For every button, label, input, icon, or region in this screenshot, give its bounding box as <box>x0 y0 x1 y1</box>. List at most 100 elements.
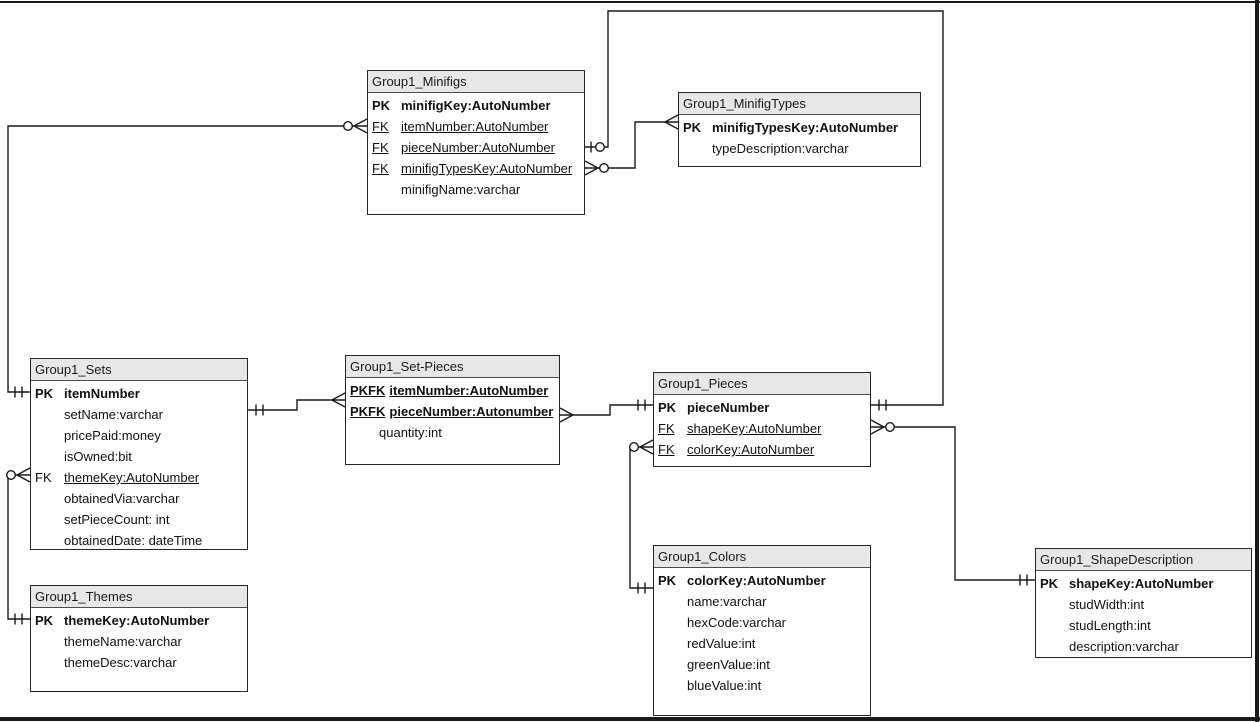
key-label: PK <box>35 613 54 628</box>
key-label <box>658 591 683 612</box>
column-row: themeDesc:varchar <box>35 652 247 673</box>
key-label <box>35 530 60 551</box>
key-label <box>658 612 683 633</box>
column-row: redValue:int <box>658 633 870 654</box>
key-label <box>658 633 683 654</box>
table-title: Group1_Themes <box>31 586 247 608</box>
key-label <box>35 404 60 425</box>
column-name: setName:varchar <box>64 407 163 422</box>
table-title: Group1_Pieces <box>654 373 870 395</box>
key-label <box>1040 615 1065 636</box>
cardinality-marker <box>870 426 885 435</box>
column-name: description:varchar <box>1069 639 1179 654</box>
relationship-line-minifigs-sets <box>7 125 367 393</box>
relationship-line-pieces-colors <box>629 446 653 589</box>
relationship-line-pieces-shapedescription <box>871 426 1035 581</box>
column-row: PK itemNumber <box>35 383 247 404</box>
column-row: setPieceCount: int <box>35 509 247 530</box>
table-title: Group1_MinifigTypes <box>679 93 920 115</box>
column-row: typeDescription:varchar <box>683 138 920 159</box>
key-label <box>658 654 683 675</box>
column-name: studLength:int <box>1069 618 1151 633</box>
key-label <box>35 652 60 673</box>
cardinality-marker <box>639 439 654 448</box>
relationship-line-setpieces-pieces <box>560 404 653 416</box>
column-row: name:varchar <box>658 591 870 612</box>
column-row: hexCode:varchar <box>658 612 870 633</box>
table-columns: PK itemNumber setName:varchar pricePaid:mon… <box>31 381 247 551</box>
cardinality-marker <box>331 392 346 401</box>
cardinality-marker <box>584 160 599 169</box>
cardinality-marker <box>16 467 31 476</box>
column-name: shapeKey:AutoNumber <box>687 421 822 436</box>
cardinality-marker <box>331 399 346 408</box>
column-row: PK minifigTypesKey:AutoNumber <box>683 117 920 138</box>
key-label <box>35 425 60 446</box>
key-label: PK <box>35 386 54 401</box>
relationship-line-sets-themes <box>7 474 30 620</box>
column-name: itemNumber <box>64 386 140 401</box>
column-row: setName:varchar <box>35 404 247 425</box>
column-name: minifigName:varchar <box>401 182 521 197</box>
cardinality-marker <box>16 474 31 483</box>
column-name: obtainedDate: dateTime <box>64 533 203 548</box>
key-label: PK <box>372 98 391 113</box>
key-label <box>1040 636 1065 657</box>
column-name: studWidth:int <box>1069 597 1145 612</box>
key-label: PK <box>683 120 702 135</box>
table-title: Group1_Colors <box>654 546 870 568</box>
column-name: pieceNumber <box>687 400 770 415</box>
column-row: themeName:varchar <box>35 631 247 652</box>
column-name: themeKey:AutoNumber <box>64 470 200 485</box>
column-row: minifigName:varchar <box>372 179 584 200</box>
table-title: Group1_Set-Pieces <box>346 356 559 378</box>
cardinality-marker <box>664 114 679 123</box>
column-name: itemNumber:AutoNumber <box>401 119 549 134</box>
page-border-bottom <box>0 717 1260 721</box>
key-label: PKFK <box>350 404 386 419</box>
column-name: itemNumber:AutoNumber <box>389 383 549 398</box>
column-name: themeDesc:varchar <box>64 655 177 670</box>
column-name: pricePaid:money <box>64 428 161 443</box>
column-row: quantity:int <box>350 422 559 443</box>
key-label <box>35 446 60 467</box>
key-label <box>35 488 60 509</box>
page-border-right <box>1255 0 1259 722</box>
column-name: greenValue:int <box>687 657 770 672</box>
column-row: greenValue:int <box>658 654 870 675</box>
zero-circle-marker <box>5 470 17 481</box>
column-row: obtainedVia:varchar <box>35 488 247 509</box>
column-name: colorKey:AutoNumber <box>687 573 826 588</box>
column-name: colorKey:AutoNumber <box>687 442 815 457</box>
column-name: minifigTypesKey:AutoNumber <box>712 120 899 135</box>
relationship-line-minifigs-pieces <box>585 10 944 406</box>
column-row: isOwned:bit <box>35 446 247 467</box>
cardinality-marker <box>353 125 368 134</box>
column-row: pricePaid:money <box>35 425 247 446</box>
column-name: name:varchar <box>687 594 767 609</box>
column-name: setPieceCount: int <box>64 512 170 527</box>
relationship-line-sets-setpieces <box>248 399 345 411</box>
key-label <box>683 138 708 159</box>
cardinality-marker <box>559 414 574 423</box>
cardinality-marker <box>870 419 885 428</box>
